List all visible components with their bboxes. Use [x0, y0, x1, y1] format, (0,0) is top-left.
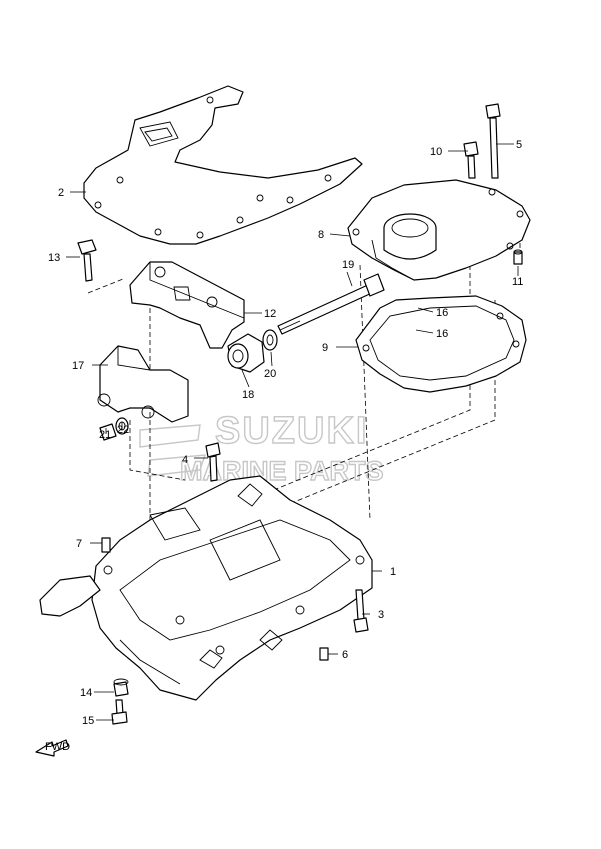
dowel-7 [101, 537, 111, 553]
callout-3: 3 [378, 609, 384, 621]
callout-14: 14 [80, 687, 92, 699]
callout-11: 11 [512, 276, 523, 288]
callout-19: 19 [342, 259, 354, 271]
bushing-18 [227, 333, 265, 373]
callout-12: 12 [264, 308, 276, 320]
cover-gasket [83, 85, 363, 245]
callout-6: 6 [342, 649, 348, 661]
callout-9: 9 [322, 342, 328, 354]
callout-7: 7 [76, 538, 82, 550]
dowel-6 [319, 647, 329, 661]
watermark-line1: SUZUKI [215, 410, 368, 452]
drain-plug-14 [113, 678, 129, 697]
watermark: SUZUKI MARINE PARTS [139, 409, 384, 487]
nut-21 [99, 423, 117, 441]
cover-housing [347, 179, 531, 281]
bolt-15 [111, 699, 128, 725]
callout-18: 18 [242, 389, 254, 401]
callout-10: 10 [430, 146, 442, 158]
long-bolt-5 [485, 103, 501, 179]
callout-17: 17 [72, 360, 84, 372]
callout-15: 15 [82, 715, 94, 727]
callout-13: 13 [48, 252, 60, 264]
callout-16-lower: 16 [436, 328, 448, 340]
callout-labels: 1 2 3 4 5 6 7 8 9 10 11 12 13 14 15 16 1… [48, 139, 523, 727]
callout-8: 8 [318, 229, 324, 241]
callout-22: 22 [117, 424, 129, 436]
leader-lines [66, 143, 519, 721]
front-arrow-icon: FWD [35, 739, 70, 757]
bolt-10 [463, 141, 479, 179]
mount-bracket [129, 261, 245, 349]
crankcase-lower-housing [39, 475, 373, 701]
callout-2: 2 [58, 187, 64, 199]
washer-20 [262, 329, 278, 351]
callout-21: 21 [99, 429, 111, 441]
callout-20: 20 [264, 368, 276, 380]
callout-16-upper: 16 [436, 307, 448, 319]
bolt-13 [77, 239, 97, 282]
callout-4: 4 [182, 454, 188, 466]
callout-1: 1 [390, 566, 396, 578]
front-arrow-label: FWD [45, 741, 70, 753]
bolt-4 [205, 442, 221, 482]
long-bolt-19 [277, 273, 385, 335]
watermark-logo-mark [139, 424, 207, 477]
bolt-3 [353, 589, 369, 633]
bracket-block-17 [97, 345, 189, 423]
dowel-11 [513, 249, 523, 265]
callout-5: 5 [516, 139, 522, 151]
